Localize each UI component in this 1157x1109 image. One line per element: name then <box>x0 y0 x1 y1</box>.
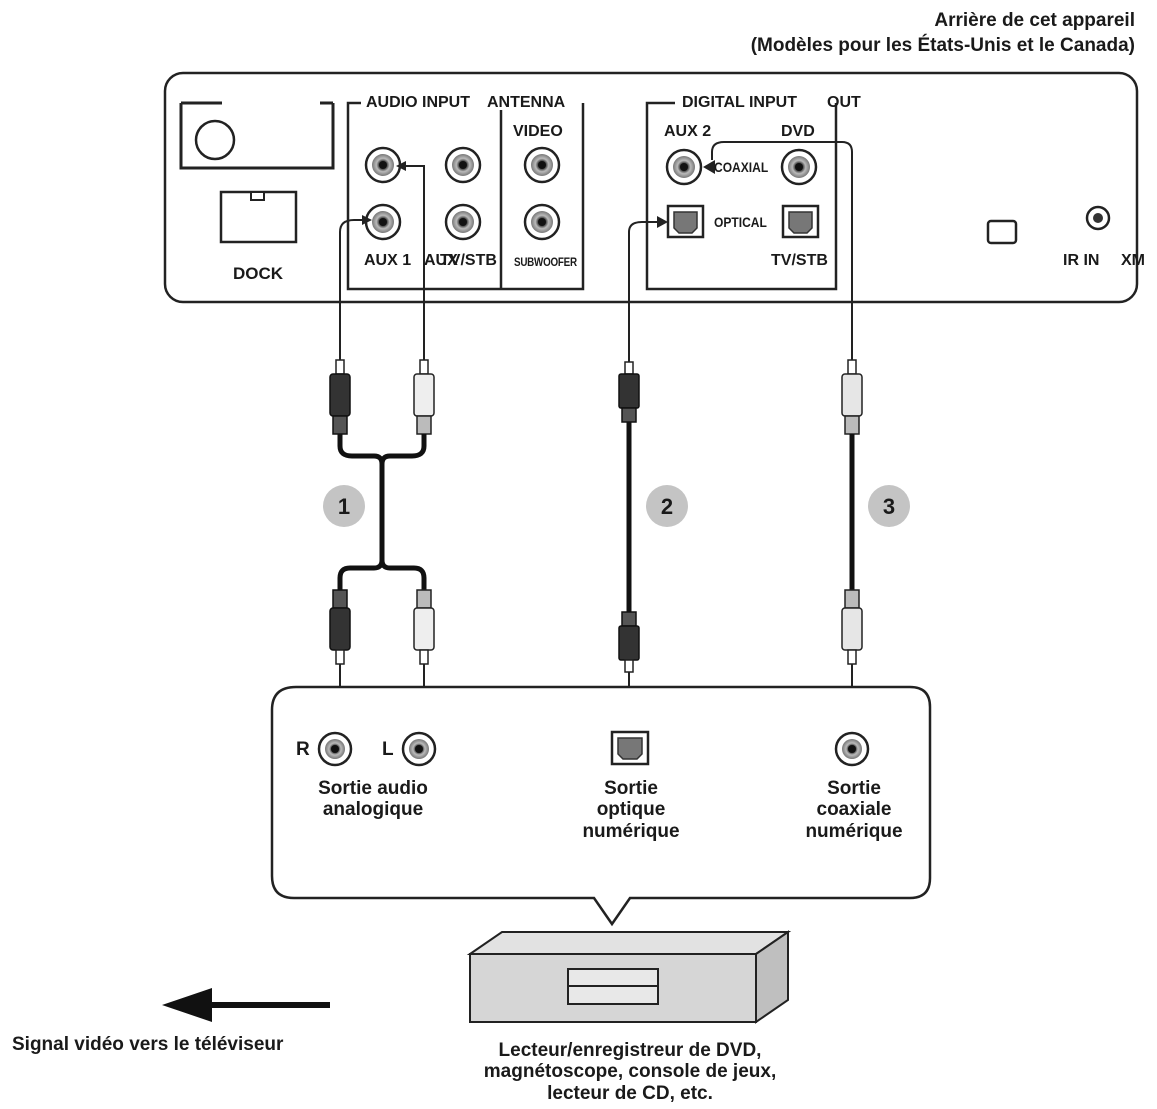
audio-input-box <box>346 101 585 291</box>
output-jack-r-icon <box>317 731 353 767</box>
optical-out-line-3: numérique <box>582 820 680 842</box>
coaxial-label: COAXIAL <box>714 159 769 175</box>
xm-label: XM <box>1121 252 1145 269</box>
rca-jack-video-icon <box>523 146 561 184</box>
analog-out-line-1: Sortie audio <box>318 778 428 799</box>
coaxial-jack-dvd-icon <box>780 148 818 186</box>
rca-jack-aux1-l-icon <box>364 203 402 241</box>
jack-l-label: L <box>382 739 394 760</box>
step-badge-1: 1 <box>323 485 365 527</box>
output-coaxial-jack-icon <box>834 731 870 767</box>
device-caption-line-3: lecteur de CD, etc. <box>547 1082 713 1104</box>
step-number-1: 1 <box>338 494 350 519</box>
header-subtitle: (Modèles pour les États-Unis et le Canad… <box>750 35 1135 56</box>
optical-out-line-2: optique <box>596 799 666 821</box>
video-label: VIDEO <box>513 123 563 140</box>
rca-jack-tvstb-r-icon <box>444 146 482 184</box>
out-label: OUT <box>827 94 861 111</box>
power-area <box>179 101 335 170</box>
step-badge-3: 3 <box>868 485 910 527</box>
optical-jack-aux2-icon <box>666 204 705 239</box>
digital-input-box <box>645 101 838 291</box>
tv-stb-audio-label: TV/STB <box>440 252 497 269</box>
coaxial-out-label: Sortie coaxiale numérique <box>779 778 929 842</box>
power-knob-icon <box>194 119 236 161</box>
digital-input-label: DIGITAL INPUT <box>682 94 797 111</box>
aux-overlap-label: AUX <box>424 252 458 269</box>
coaxial-out-line-2: coaxiale <box>816 799 892 821</box>
dock-connector <box>219 190 298 244</box>
dvd-player-icon <box>466 930 792 1024</box>
coaxial-out-line-3: numérique <box>805 820 903 842</box>
device-caption: Lecteur/enregistreur de DVD, magnétoscop… <box>430 1040 830 1104</box>
optical-out-label: Sortie optique numérique <box>556 778 706 842</box>
service-port-icon <box>986 219 1018 245</box>
dvd-label: DVD <box>781 123 815 140</box>
ir-in-label: IR IN <box>1063 252 1100 269</box>
aux2-label: AUX 2 <box>664 123 712 140</box>
antenna-label: ANTENNA <box>487 94 566 111</box>
ir-in-jack-icon <box>1085 205 1111 231</box>
analog-out-label: Sortie audio analogique <box>300 778 446 821</box>
video-signal-note: Signal vidéo vers le téléviseur <box>12 1034 284 1055</box>
subwoofer-label: SUBWOOFER <box>514 255 577 269</box>
tv-stb-digital-label: TV/STB <box>771 252 828 269</box>
device-caption-line-1: Lecteur/enregistreur de DVD, <box>498 1040 762 1061</box>
coaxial-jack-aux2-icon <box>665 148 703 186</box>
coaxial-out-line-1: Sortie <box>827 778 881 799</box>
dock-label: DOCK <box>233 264 284 283</box>
header-title: Arrière de cet appareil <box>934 10 1135 31</box>
rca-jack-tvstb-l-icon <box>444 203 482 241</box>
rca-jack-aux1-r-icon <box>364 146 402 184</box>
step-number-3: 3 <box>883 494 895 519</box>
analog-out-line-2: analogique <box>322 799 424 821</box>
audio-input-label: AUDIO INPUT <box>366 94 470 111</box>
device-caption-line-2: magnétoscope, console de jeux, <box>483 1061 777 1083</box>
optical-jack-tvstb-icon <box>781 204 820 239</box>
step-badge-2: 2 <box>646 485 688 527</box>
output-optical-jack-icon <box>610 730 650 766</box>
optical-out-line-1: Sortie <box>604 778 658 799</box>
jack-r-label: R <box>296 739 310 760</box>
aux1-label: AUX 1 <box>364 252 412 269</box>
step-number-2: 2 <box>661 494 673 519</box>
optical-label: OPTICAL <box>714 214 767 230</box>
source-device-callout <box>270 685 932 927</box>
output-jack-l-icon <box>401 731 437 767</box>
rear-panel <box>163 71 1139 304</box>
video-signal-arrow-icon <box>162 988 330 1022</box>
rca-jack-subwoofer-icon <box>523 203 561 241</box>
